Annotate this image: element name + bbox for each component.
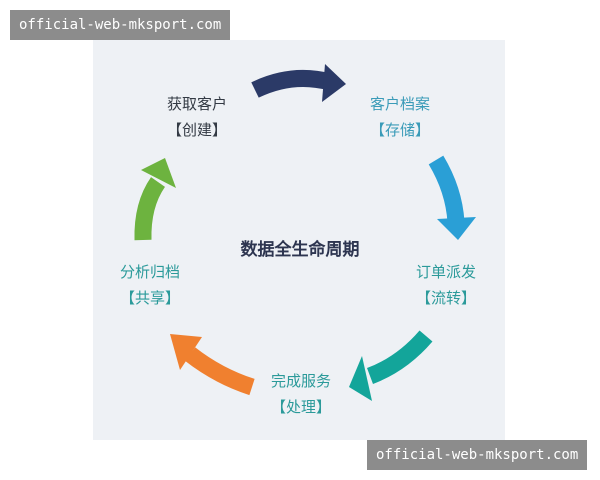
watermark-top: official-web-mksport.com xyxy=(10,10,231,40)
stage-tag: 【共享】 xyxy=(119,289,181,307)
stage-tag: 【流转】 xyxy=(415,289,477,307)
watermark-bottom: official-web-mksport.com xyxy=(367,440,588,470)
stage-tag: 【处理】 xyxy=(270,398,332,416)
stage-tag: 【创建】 xyxy=(166,121,228,139)
stage-share: 分析归档 【共享】 xyxy=(120,263,180,307)
stage-tag: 【存储】 xyxy=(369,121,431,139)
diagram-panel xyxy=(93,40,505,440)
stage-process: 完成服务 【处理】 xyxy=(271,372,331,416)
arrow-create-to-store xyxy=(251,64,346,102)
stage-name: 获取客户 xyxy=(166,95,228,113)
stage-name: 分析归档 xyxy=(119,263,181,281)
diagram-title: 数据全生命周期 xyxy=(240,240,360,260)
arrow-process-to-share xyxy=(170,334,255,396)
stage-name: 订单派发 xyxy=(415,263,477,281)
stage-create: 获取客户 【创建】 xyxy=(167,95,227,139)
arrow-flow-to-process xyxy=(349,330,433,401)
arrow-share-to-create xyxy=(134,158,176,241)
stage-store: 客户档案 【存储】 xyxy=(370,95,430,139)
stage-name: 客户档案 xyxy=(369,95,431,113)
stage-name: 完成服务 xyxy=(270,372,332,390)
stage-flow: 订单派发 【流转】 xyxy=(416,263,476,307)
arrow-store-to-flow xyxy=(428,155,476,240)
